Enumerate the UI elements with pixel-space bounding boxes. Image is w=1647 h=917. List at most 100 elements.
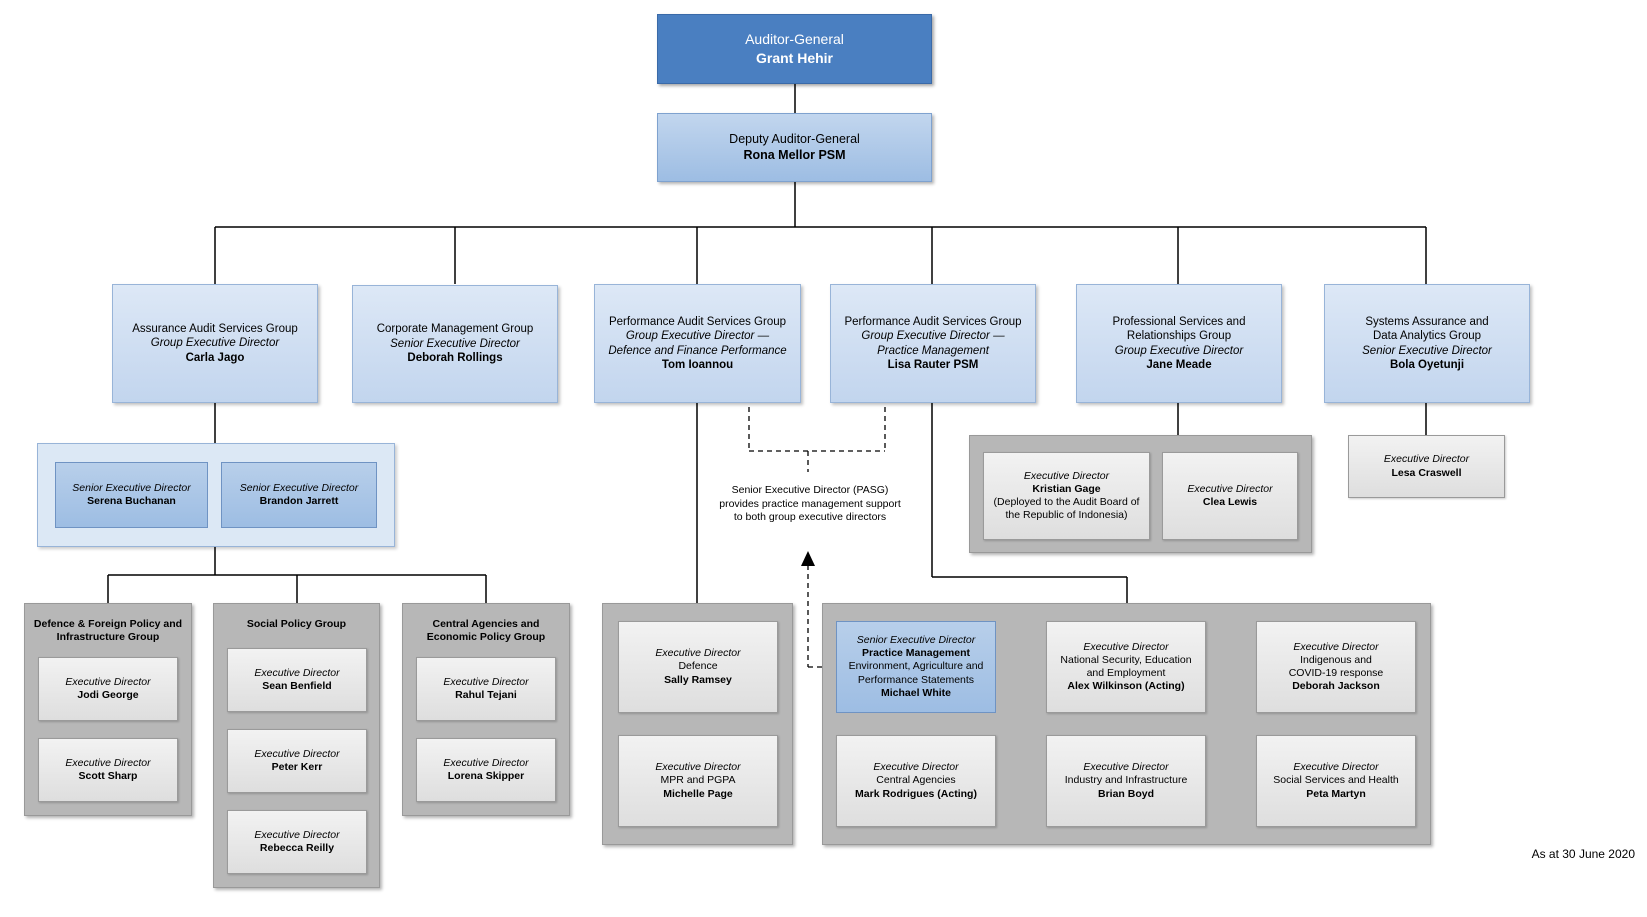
group-head-name: Jane Meade <box>1146 358 1212 371</box>
ed-box: Executive Director Rahul Tejani <box>416 657 556 721</box>
ed-name: Mark Rodrigues (Acting) <box>855 787 977 800</box>
group-title: Group Executive Director <box>1114 344 1244 357</box>
ed-name: Michelle Page <box>663 787 733 800</box>
deputy-role: Deputy Auditor-General <box>729 131 860 146</box>
ed-name: Brian Boyd <box>1097 787 1154 800</box>
auditor-general-box: Auditor-General Grant Hehir <box>657 14 932 84</box>
ed-title: Executive Director <box>65 756 151 769</box>
group-systems-assurance: Systems Assurance and Data Analytics Gro… <box>1324 284 1530 403</box>
ed-box: Executive Director Social Services and H… <box>1256 735 1416 827</box>
as-at-date: As at 30 June 2020 <box>1531 847 1635 861</box>
ed-area: Environment, Agriculture and <box>848 660 984 673</box>
ed-area: Social Services and Health <box>1273 774 1399 787</box>
ed-title: Executive Director <box>655 761 741 774</box>
group-assurance-audit-services: Assurance Audit Services Group Group Exe… <box>112 284 318 403</box>
ed-box: Executive Director Indigenous and COVID-… <box>1256 621 1416 713</box>
group-name: Professional Services and <box>1112 315 1246 328</box>
ed-title: Executive Director <box>1383 453 1470 466</box>
group-name: Corporate Management Group <box>376 323 534 336</box>
ed-title: Executive Director <box>65 675 151 688</box>
sed-name: Brandon Jarrett <box>259 495 339 507</box>
ed-note: (Deployed to the Audit Board of <box>993 496 1140 508</box>
ed-name: Peter Kerr <box>271 761 323 773</box>
ed-title: Executive Director <box>443 675 529 688</box>
group-head-name: Bola Oyetunji <box>1389 358 1465 371</box>
ed-area: Industry and Infrastructure <box>1064 774 1188 787</box>
ed-title: Executive Director <box>873 761 959 774</box>
ed-name: Alex Wilkinson (Acting) <box>1067 680 1185 693</box>
ed-title: Executive Director <box>443 756 529 769</box>
ed-box: Executive Director Jodi George <box>38 657 178 721</box>
group-title-line: Practice Management <box>877 344 989 357</box>
group-head-name: Tom Ioannou <box>661 358 734 371</box>
ed-area: and Employment <box>1086 667 1166 679</box>
ed-title: Executive Director <box>1023 469 1110 482</box>
ed-title: Executive Director <box>1293 640 1379 653</box>
ed-title: Executive Director <box>254 747 340 760</box>
ed-name: Michael White <box>880 686 951 699</box>
ed-area: Defence <box>678 660 718 673</box>
ed-box: Executive Director Scott Sharp <box>38 738 178 802</box>
subgroup-title-line: Social Policy Group <box>246 618 347 630</box>
sed-box: Senior Executive Director Brandon Jarret… <box>221 462 377 528</box>
ed-name: Sally Ramsey <box>664 673 732 686</box>
ed-title: Executive Director <box>1083 761 1169 774</box>
ed-box: Executive Director Central Agencies Mark… <box>836 735 996 827</box>
ed-box: Executive Director Kristian Gage (Deploy… <box>983 452 1150 540</box>
subgroup-title-line: Infrastructure Group <box>56 631 160 644</box>
ed-name: Jodi George <box>77 689 139 701</box>
pasg-note-line: provides practice management support <box>719 497 901 510</box>
group-name: Performance Audit Services Group <box>608 315 787 328</box>
group-title: Group Executive Director <box>150 337 280 350</box>
ed-note: the Republic of Indonesia) <box>1005 509 1128 522</box>
sed-title: Senior Executive Director <box>239 481 359 494</box>
ed-name: Rahul Tejani <box>455 689 517 701</box>
group-head-name: Carla Jago <box>185 351 245 364</box>
group-head-name: Deborah Rollings <box>407 352 503 365</box>
group-name-line: Relationships Group <box>1126 330 1232 343</box>
sed-title: Senior Executive Director <box>72 481 191 494</box>
subgroup-title: Social Policy Group <box>213 618 380 631</box>
group-name: Assurance Audit Services Group <box>132 322 298 335</box>
group-professional-services: Professional Services and Relationships … <box>1076 284 1282 403</box>
ed-box: Executive Director National Security, Ed… <box>1046 621 1206 713</box>
group-name: Performance Audit Services Group <box>844 315 1022 328</box>
ed-box: Executive Director MPR and PGPA Michelle… <box>618 735 778 827</box>
subgroup-title-line: Defence & Foreign Policy and <box>33 618 183 630</box>
ed-name: Lorena Skipper <box>447 770 525 782</box>
deputy-auditor-general-box: Deputy Auditor-General Rona Mellor PSM <box>657 113 932 182</box>
ed-name: Kristian Gage <box>1032 482 1101 495</box>
group-corporate-management: Corporate Management Group Senior Execut… <box>352 285 558 403</box>
ed-function: Practice Management <box>862 647 970 660</box>
pasg-note: Senior Executive Director (PASG) provide… <box>700 484 920 525</box>
ed-title: Executive Director <box>655 647 741 660</box>
ed-title: Executive Director <box>1083 640 1169 653</box>
group-performance-audit-practice-management: Performance Audit Services Group Group E… <box>830 284 1036 403</box>
ed-title: Executive Director <box>1293 761 1379 774</box>
ed-area: COVID-19 response <box>1288 667 1384 679</box>
ed-box: Executive Director Lesa Craswell <box>1348 435 1505 498</box>
group-title: Group Executive Director — <box>861 330 1005 343</box>
subgroup-title: Central Agencies and Economic Policy Gro… <box>402 618 570 644</box>
group-performance-audit-defence-finance: Performance Audit Services Group Group E… <box>594 284 801 403</box>
deputy-name: Rona Mellor PSM <box>743 147 846 162</box>
ed-name: Sean Benfield <box>262 680 332 692</box>
auditor-general-role: Auditor-General <box>745 31 844 48</box>
group-title: Group Executive Director — <box>625 330 770 343</box>
ed-area: MPR and PGPA <box>660 774 736 787</box>
group-title: Senior Executive Director <box>1362 344 1492 357</box>
ed-name: Peta Martyn <box>1306 787 1366 800</box>
ed-box: Executive Director Peter Kerr <box>227 729 367 793</box>
ed-title: Executive Director <box>254 828 340 841</box>
ed-box: Executive Director Defence Sally Ramsey <box>618 621 778 713</box>
ed-area: National Security, Education <box>1060 653 1192 666</box>
group-name: Systems Assurance and <box>1365 315 1489 328</box>
sed-box: Senior Executive Director Serena Buchana… <box>55 462 208 528</box>
ed-title: Executive Director <box>1187 482 1273 495</box>
ed-box: Executive Director Rebecca Reilly <box>227 810 367 874</box>
sed-name: Serena Buchanan <box>87 495 176 507</box>
ed-name: Lesa Craswell <box>1391 466 1462 479</box>
subgroup-title: Defence & Foreign Policy and Infrastruct… <box>24 618 192 644</box>
ed-box: Executive Director Sean Benfield <box>227 648 367 712</box>
